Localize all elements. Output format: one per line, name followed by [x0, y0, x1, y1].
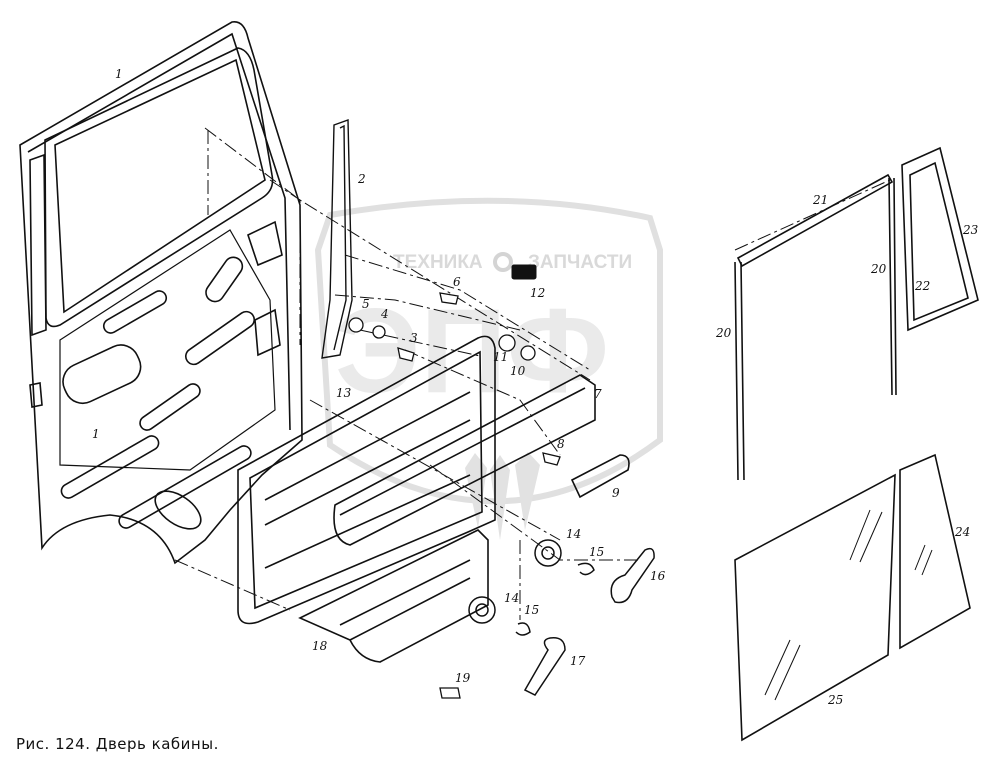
callout-4: 4 [380, 307, 389, 321]
callout-18: 18 [312, 639, 328, 653]
nut-10 [520, 345, 536, 361]
nut-11 [498, 334, 516, 352]
clip-12 [511, 264, 537, 280]
glass-parts [734, 146, 979, 742]
vent-glass-24 [899, 453, 971, 650]
figure-caption: Рис. 124. Дверь кабины. [16, 735, 219, 753]
fasteners [348, 292, 561, 699]
vent-glass-22 [909, 161, 969, 322]
callout-14-lower: 14 [504, 591, 519, 605]
callout-17: 17 [570, 654, 586, 668]
callout-11: 11 [493, 350, 508, 364]
screw-6 [439, 292, 459, 305]
clip-15-lower [515, 622, 531, 636]
washer-5 [348, 317, 364, 333]
seal-20-right [888, 177, 897, 396]
callout-7: 7 [594, 387, 602, 401]
callout-12: 12 [530, 286, 545, 300]
rosette-14-lower [468, 596, 496, 624]
callout-2: 2 [357, 172, 366, 186]
watermark-big-letters: ЭПФ [335, 284, 609, 418]
callout-21: 21 [812, 193, 828, 207]
callout-labels: 1 1 2 3 4 5 6 7 8 9 10 11 12 13 14 14 15… [92, 67, 979, 707]
window-crank-16 [610, 547, 655, 604]
winder-parts [468, 539, 655, 696]
callout-23: 23 [962, 223, 979, 237]
callout-6: 6 [453, 275, 461, 289]
upholstery-panel [237, 335, 496, 625]
callout-13: 13 [336, 386, 352, 400]
screw-8 [542, 452, 561, 466]
watermark-left-word: ТЕХНИКА [393, 252, 483, 273]
callout-20-right: 20 [870, 262, 887, 276]
lower-panel [298, 529, 489, 663]
gear-icon [493, 252, 513, 272]
armrest [333, 374, 596, 546]
vent-frame-23 [901, 146, 979, 332]
seal-21 [736, 173, 894, 268]
callout-1-mid: 1 [92, 427, 100, 441]
watermark: ТЕХНИКА ЗАПЧАСТИ ЭПФ [314, 197, 663, 540]
washer-4 [372, 325, 386, 339]
callout-15-lower: 15 [524, 603, 539, 617]
window-crank-17 [523, 637, 566, 696]
callout-22: 22 [914, 279, 930, 293]
callout-14-upper: 14 [566, 527, 581, 541]
callout-16: 16 [650, 569, 666, 583]
callout-8: 8 [557, 437, 565, 451]
callout-10: 10 [510, 364, 526, 378]
screw-19 [439, 687, 461, 699]
rosette-14-upper [534, 539, 562, 567]
callout-3: 3 [410, 331, 418, 345]
glass-channel [321, 119, 353, 359]
callout-24: 24 [954, 525, 970, 539]
inner-handle [570, 454, 630, 499]
door-shell [19, 21, 303, 565]
callout-15-upper: 15 [589, 545, 604, 559]
callout-20-left: 20 [715, 326, 732, 340]
callout-25: 25 [827, 693, 843, 707]
callout-9: 9 [612, 486, 620, 500]
seal-20-left [734, 261, 745, 481]
watermark-right-word: ЗАПЧАСТИ [528, 252, 632, 273]
door-glass-25 [734, 473, 896, 742]
callout-1-top: 1 [115, 67, 123, 81]
clip-15-upper [577, 562, 595, 576]
watermark-chevrons [465, 452, 540, 540]
callout-19: 19 [455, 671, 471, 685]
callout-5: 5 [362, 297, 370, 311]
screw-3 [397, 347, 415, 362]
